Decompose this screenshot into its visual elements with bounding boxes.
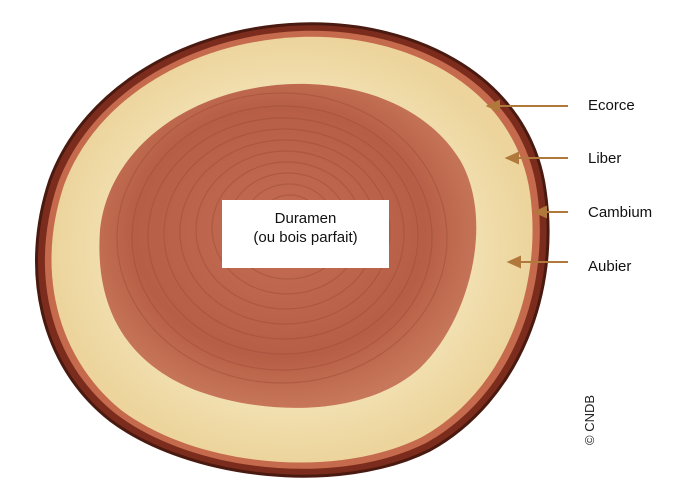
aubier-label: Aubier (588, 258, 631, 275)
copyright-notice: © CNDB (582, 395, 597, 445)
cambium-label: Cambium (588, 204, 652, 221)
liber-label: Liber (588, 150, 621, 167)
ecorce-label: Ecorce (588, 97, 635, 114)
duramen-label-box: Duramen (ou bois parfait) (222, 200, 389, 268)
duramen-label: Duramen (222, 209, 389, 228)
duramen-sublabel: (ou bois parfait) (222, 228, 389, 247)
